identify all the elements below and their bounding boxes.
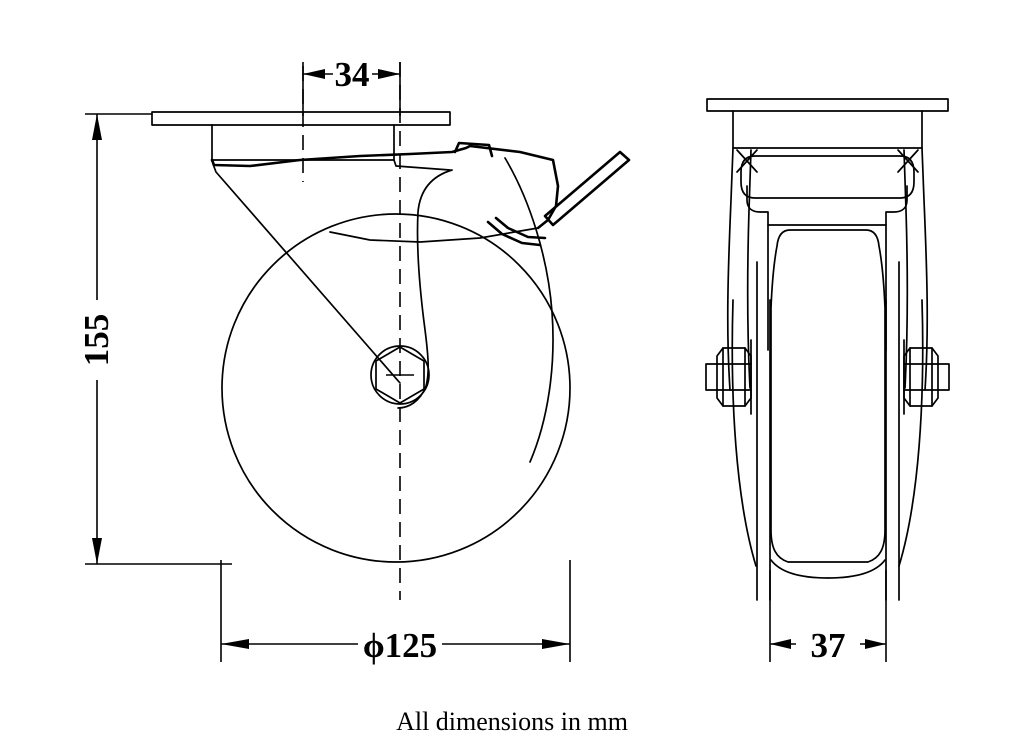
brake-housing-lower-sweep bbox=[329, 227, 539, 243]
axle-nut-right-group bbox=[903, 339, 950, 415]
dim34-label: 34 bbox=[335, 55, 370, 94]
axle-nut-left-shank bbox=[705, 363, 718, 391]
dim37-label: 37 bbox=[811, 626, 846, 665]
dim34-arrow-right bbox=[378, 69, 400, 79]
side-view-group bbox=[151, 62, 631, 600]
front-bearing-seat-lines bbox=[767, 224, 887, 351]
swivel-housing-right-shoulder bbox=[393, 159, 451, 171]
brake-pad-hook-inner bbox=[486, 220, 542, 247]
front-gusset-right bbox=[897, 149, 919, 173]
wheel-outline bbox=[221, 213, 571, 563]
fork-leg-left bbox=[212, 163, 401, 384]
front-yoke-right-inner bbox=[903, 149, 909, 389]
front-wheel-outer-arc-right bbox=[898, 299, 924, 567]
brake-pad-hook bbox=[494, 216, 547, 240]
front-view-group bbox=[705, 98, 950, 601]
brake-housing-top-edge bbox=[210, 144, 472, 168]
dim155-arrow-bottom bbox=[92, 538, 102, 564]
front-bearing-cap-skirt bbox=[746, 185, 908, 226]
front-yoke-right-outer bbox=[921, 147, 929, 391]
dim37-arrow-left bbox=[770, 639, 791, 649]
dimension-diameter-125: ϕ125 bbox=[220, 560, 571, 665]
brake-lever bbox=[543, 150, 631, 227]
dim37-arrow-right bbox=[865, 639, 886, 649]
front-wheel-body bbox=[770, 229, 886, 563]
hex-axle-nut bbox=[375, 346, 425, 404]
units-note: All dimensions in mm bbox=[396, 707, 628, 736]
dimension-34: 34 bbox=[302, 55, 401, 116]
dim125-arrow-left bbox=[221, 639, 249, 649]
front-yoke-left-outer bbox=[726, 147, 734, 391]
brake-housing-tab bbox=[453, 141, 494, 158]
dim155-label: 155 bbox=[77, 314, 116, 367]
dim155-arrow-top bbox=[92, 114, 102, 140]
front-wheel-outer-arc-left bbox=[731, 299, 757, 567]
hub-circle bbox=[370, 345, 430, 405]
front-yoke-left-inner bbox=[746, 149, 752, 389]
front-gusset-left bbox=[736, 149, 758, 173]
dim125-arrow-right bbox=[542, 639, 570, 649]
fork-outer-skirt bbox=[504, 157, 554, 463]
front-top-mounting-plate bbox=[706, 98, 949, 112]
front-bearing-cap bbox=[740, 155, 915, 199]
axle-nut-right-shank bbox=[937, 363, 950, 391]
front-yoke-block bbox=[732, 110, 923, 149]
dimension-155: 155 bbox=[77, 113, 232, 565]
top-mounting-plate bbox=[151, 111, 451, 126]
dimension-37: 37 bbox=[769, 570, 887, 665]
axle-nut-left-group bbox=[705, 339, 752, 415]
front-wheel-bottom-arc bbox=[770, 559, 886, 579]
dim125-label: ϕ125 bbox=[363, 626, 437, 665]
dim34-arrow-left bbox=[303, 69, 325, 79]
